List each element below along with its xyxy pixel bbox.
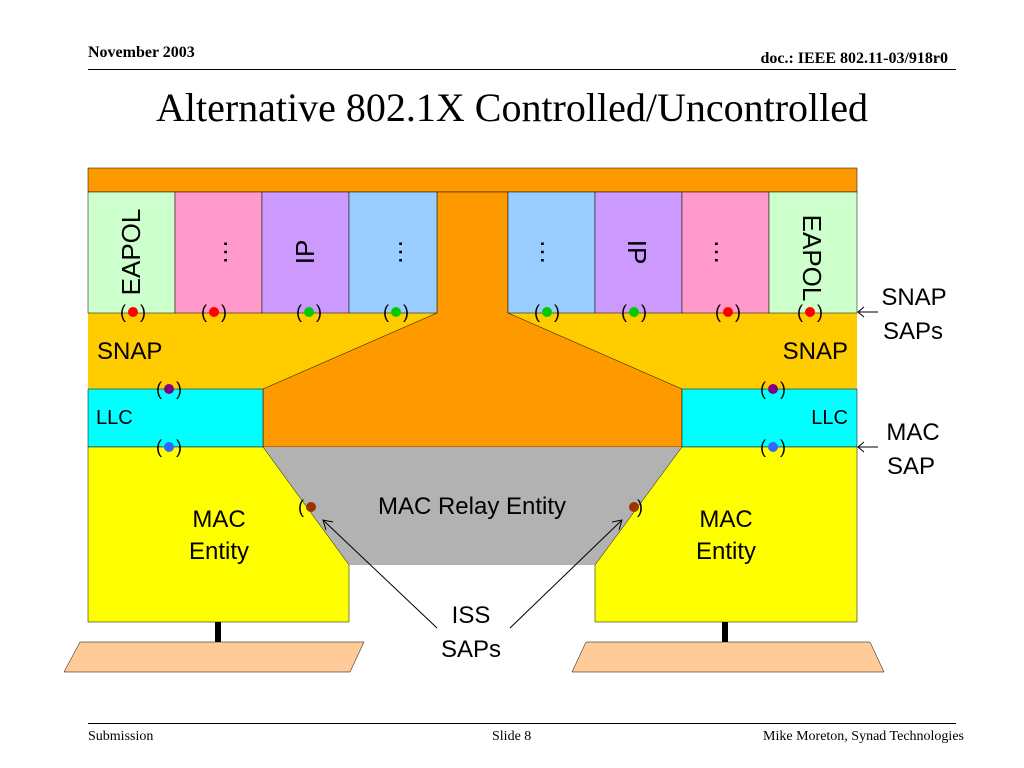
sap-dot-green: () bbox=[383, 302, 409, 322]
sap-dot-green: () bbox=[621, 302, 647, 322]
llc-sap-row: () () bbox=[156, 379, 786, 399]
svg-text:(: ( bbox=[383, 302, 389, 322]
sap-dot-red: () bbox=[120, 302, 146, 322]
right-mac-label-line2: Entity bbox=[696, 538, 756, 565]
left-box-ip bbox=[261, 191, 350, 314]
svg-text:): ) bbox=[735, 302, 741, 322]
sap-dot-purple: () bbox=[760, 379, 786, 399]
iss-sap-row: ( ) bbox=[298, 497, 643, 517]
svg-text:(: ( bbox=[797, 302, 803, 322]
right-llc-label: LLC bbox=[811, 407, 848, 429]
upper-layer-bar bbox=[87, 167, 858, 193]
header-rule bbox=[88, 69, 956, 70]
svg-text:): ) bbox=[176, 379, 182, 399]
sap-dot-red: () bbox=[797, 302, 823, 322]
slide-title: Alternative 802.1X Controlled/Uncontroll… bbox=[155, 85, 869, 130]
sap-dot-blue: () bbox=[156, 437, 182, 457]
sap-dot-red: () bbox=[715, 302, 741, 322]
svg-text:(: ( bbox=[120, 302, 126, 322]
svg-text:(: ( bbox=[534, 302, 540, 322]
left-mac-label-line2: Entity bbox=[189, 538, 249, 565]
right-eapol-label: EAPOL bbox=[797, 215, 827, 302]
mac-sap-row: () () bbox=[156, 437, 786, 457]
svg-text:): ) bbox=[316, 302, 322, 322]
iss-arrow-left bbox=[322, 519, 438, 629]
snap-saps-label-line1: SNAP bbox=[881, 284, 946, 311]
footer-center: Slide 8 bbox=[492, 729, 532, 744]
footer-right: Mike Moreton, Synad Technologies bbox=[763, 729, 964, 744]
mac-relay-entity bbox=[263, 447, 682, 565]
sap-dot-green: () bbox=[296, 302, 322, 322]
svg-text:(: ( bbox=[298, 497, 304, 517]
svg-text:(: ( bbox=[715, 302, 721, 322]
svg-text:(: ( bbox=[201, 302, 207, 322]
iss-arrowhead-left bbox=[322, 519, 334, 531]
svg-text:): ) bbox=[176, 437, 182, 457]
right-ip-label: IP bbox=[622, 240, 652, 265]
left-snap-label: SNAP bbox=[97, 338, 162, 365]
snap-saps-arrowhead bbox=[857, 306, 865, 318]
sap-dot-purple: () bbox=[156, 379, 182, 399]
sap-dot-blue: () bbox=[760, 437, 786, 457]
right-box-ip bbox=[594, 191, 683, 314]
svg-text:(: ( bbox=[296, 302, 302, 322]
left-mac-label-line1: MAC bbox=[192, 506, 245, 533]
right-box-ellipsis-1 bbox=[507, 191, 596, 314]
sap-dot-brown: ( bbox=[298, 497, 316, 517]
left-box-ellipsis-1 bbox=[174, 191, 263, 314]
header-doc-id: doc.: IEEE 802.11-03/918r0 bbox=[760, 50, 948, 67]
right-llc-block bbox=[681, 388, 858, 448]
left-llc-block bbox=[87, 388, 264, 448]
footer-left: Submission bbox=[88, 729, 154, 744]
right-medium-post bbox=[722, 622, 728, 642]
sap-dot-red: () bbox=[201, 302, 227, 322]
right-ellipsis-2-label: … bbox=[709, 239, 739, 265]
left-mac-entity bbox=[87, 446, 350, 623]
left-box-eapol bbox=[87, 191, 176, 314]
svg-text:): ) bbox=[780, 379, 786, 399]
header-date: November 2003 bbox=[88, 44, 195, 61]
snap-saps-label-line2: SAPs bbox=[883, 318, 943, 345]
left-medium-base bbox=[63, 641, 365, 673]
sap-dot-brown: ) bbox=[629, 497, 643, 517]
right-mac-label-line1: MAC bbox=[699, 506, 752, 533]
svg-text:): ) bbox=[403, 302, 409, 322]
svg-text:): ) bbox=[221, 302, 227, 322]
svg-text:(: ( bbox=[156, 437, 162, 457]
right-medium-base bbox=[571, 641, 885, 673]
sap-dot-green: () bbox=[534, 302, 560, 322]
footer-rule bbox=[88, 723, 956, 724]
left-eapol-label: EAPOL bbox=[116, 209, 146, 296]
mac-sap-label-line1: MAC bbox=[886, 419, 939, 446]
svg-text:): ) bbox=[780, 437, 786, 457]
right-ellipsis-1-label: … bbox=[535, 239, 565, 265]
svg-text:(: ( bbox=[621, 302, 627, 322]
svg-text:(: ( bbox=[156, 379, 162, 399]
mac-sap-arrowhead bbox=[857, 441, 865, 453]
svg-text:): ) bbox=[554, 302, 560, 322]
left-ellipsis-1-label: … bbox=[203, 239, 233, 265]
iss-saps-label-line1: ISS bbox=[452, 602, 491, 629]
svg-text:): ) bbox=[140, 302, 146, 322]
svg-text:(: ( bbox=[760, 379, 766, 399]
right-snap-label: SNAP bbox=[783, 338, 848, 365]
svg-text:): ) bbox=[641, 302, 647, 322]
left-medium-post bbox=[215, 622, 221, 642]
iss-saps-label-line2: SAPs bbox=[441, 636, 501, 663]
snap-sap-row: () () () () () () () () bbox=[120, 302, 823, 322]
left-ip-label: IP bbox=[290, 240, 320, 265]
iss-arrow-right bbox=[509, 519, 623, 629]
left-box-ellipsis-2 bbox=[348, 191, 438, 314]
left-ellipsis-2-label: … bbox=[378, 239, 408, 265]
right-box-eapol bbox=[768, 191, 858, 314]
left-llc-label: LLC bbox=[96, 407, 133, 429]
mac-sap-label-line2: SAP bbox=[887, 453, 935, 480]
relay-label: MAC Relay Entity bbox=[378, 493, 566, 520]
iss-arrowhead-right bbox=[611, 519, 623, 531]
svg-text:(: ( bbox=[760, 437, 766, 457]
svg-text:): ) bbox=[817, 302, 823, 322]
svg-text:): ) bbox=[637, 497, 643, 517]
